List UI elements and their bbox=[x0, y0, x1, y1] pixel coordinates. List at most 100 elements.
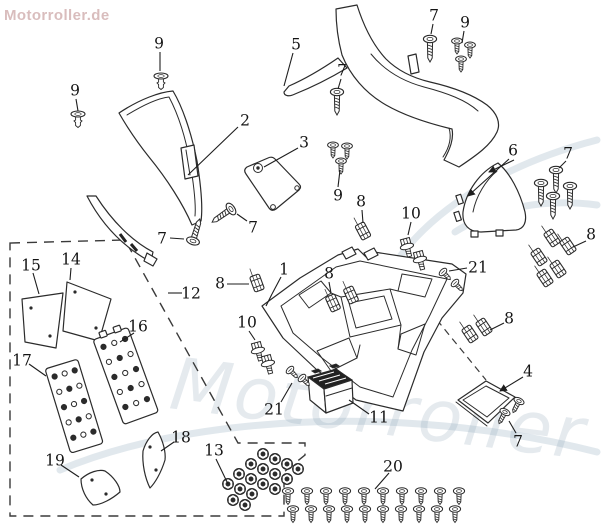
callout-leader-20 bbox=[374, 472, 390, 490]
set-screw bbox=[394, 505, 408, 523]
mat-hole bbox=[90, 428, 97, 435]
set-screw bbox=[322, 505, 336, 523]
clip-nut bbox=[538, 221, 562, 248]
mat-hole bbox=[143, 396, 151, 403]
set-screw bbox=[338, 487, 352, 505]
part-callout-17[interactable]: 17 bbox=[12, 352, 32, 370]
callout-leader-7 bbox=[236, 213, 248, 222]
clip-nut bbox=[456, 317, 480, 344]
part-callout-7[interactable]: 7 bbox=[248, 219, 258, 237]
hex-nut bbox=[257, 478, 269, 490]
set-screw bbox=[300, 487, 314, 505]
mat-hole bbox=[132, 365, 140, 373]
part-callout-8[interactable]: 8 bbox=[586, 226, 596, 244]
part-callout-7[interactable]: 7 bbox=[429, 7, 439, 25]
hex-nut bbox=[269, 453, 281, 465]
part-callout-9[interactable]: 9 bbox=[333, 187, 343, 205]
hex-nut bbox=[269, 483, 281, 495]
set-screw bbox=[376, 505, 390, 523]
part-callout-4[interactable]: 4 bbox=[523, 363, 533, 381]
part-callout-21[interactable]: 21 bbox=[264, 401, 284, 419]
hex-nut bbox=[257, 448, 269, 460]
part-15-footrest-plate bbox=[21, 292, 64, 349]
callout-leader-9 bbox=[337, 169, 341, 188]
part-callout-10[interactable]: 10 bbox=[401, 205, 421, 223]
part-callout-2[interactable]: 2 bbox=[240, 112, 250, 130]
callout-leader-11 bbox=[348, 399, 370, 415]
part-callout-9[interactable]: 9 bbox=[70, 82, 80, 100]
part-callout-19[interactable]: 19 bbox=[45, 452, 65, 470]
callout-leader-15 bbox=[32, 272, 40, 295]
set-screw bbox=[395, 487, 409, 505]
hex-nut bbox=[245, 473, 257, 485]
set-screw bbox=[358, 505, 372, 523]
hex-nut bbox=[257, 463, 269, 475]
part-callout-7[interactable]: 7 bbox=[157, 230, 167, 248]
callout-leader-8 bbox=[572, 240, 587, 248]
callout-leader-4 bbox=[499, 376, 524, 392]
mat-hole bbox=[66, 385, 73, 392]
part-callout-12[interactable]: 12 bbox=[181, 285, 201, 303]
tapping-screw-small bbox=[341, 142, 353, 160]
set-screw bbox=[286, 505, 300, 523]
mat-hole bbox=[61, 370, 68, 377]
set-screw bbox=[433, 487, 447, 505]
hex-nut bbox=[245, 458, 257, 470]
set-screw bbox=[452, 487, 466, 505]
hex-nut bbox=[281, 473, 293, 485]
callout-leader-13 bbox=[215, 458, 229, 485]
mat-hole bbox=[56, 388, 63, 395]
tapping-screw bbox=[422, 34, 438, 63]
part-callout-10[interactable]: 10 bbox=[237, 314, 257, 332]
part-callout-15[interactable]: 15 bbox=[21, 257, 41, 275]
callout-leader-5 bbox=[283, 52, 294, 87]
mat-hole bbox=[138, 380, 145, 388]
mat-hole bbox=[116, 388, 123, 396]
hex-nut bbox=[281, 458, 293, 470]
part-callout-1[interactable]: 1 bbox=[279, 261, 289, 279]
callout-leader-3 bbox=[263, 147, 299, 168]
part-callout-6[interactable]: 6 bbox=[508, 142, 518, 160]
mat-hole bbox=[122, 403, 129, 411]
part-callout-16[interactable]: 16 bbox=[128, 318, 148, 336]
tapping-screw-small bbox=[327, 141, 339, 159]
part-callout-8[interactable]: 8 bbox=[504, 310, 514, 328]
part-12-assembly-boundary bbox=[9, 239, 306, 517]
part-callout-7[interactable]: 7 bbox=[337, 62, 347, 80]
part-callout-8[interactable]: 8 bbox=[324, 265, 334, 283]
callout-leader-19 bbox=[60, 464, 80, 478]
part-callout-18[interactable]: 18 bbox=[171, 429, 191, 447]
mat-hole bbox=[71, 367, 78, 374]
callout-leader-7 bbox=[337, 78, 342, 90]
part-3-inspection-lid bbox=[244, 156, 302, 211]
part-16-rubber-mat bbox=[93, 324, 159, 425]
part-callout-3[interactable]: 3 bbox=[299, 134, 309, 152]
part-callout-5[interactable]: 5 bbox=[291, 36, 301, 54]
part-callout-7[interactable]: 7 bbox=[513, 433, 523, 451]
callout-leader-21 bbox=[448, 267, 468, 272]
set-screw bbox=[412, 505, 426, 523]
callout-leader-10 bbox=[407, 221, 412, 236]
callout-leader-10 bbox=[248, 330, 256, 341]
mat-hole bbox=[133, 399, 140, 407]
part-callout-9[interactable]: 9 bbox=[460, 14, 470, 32]
part-callout-11[interactable]: 11 bbox=[369, 409, 389, 427]
callout-leader-7 bbox=[508, 420, 517, 434]
callout-leader-7 bbox=[558, 160, 567, 169]
part-callout-8[interactable]: 8 bbox=[356, 193, 366, 211]
part-callout-20[interactable]: 20 bbox=[383, 458, 403, 476]
hex-nut bbox=[234, 483, 246, 495]
mat-hole bbox=[80, 397, 88, 405]
part-callout-9[interactable]: 9 bbox=[154, 35, 164, 53]
part-callout-13[interactable]: 13 bbox=[204, 442, 224, 460]
part-callout-21[interactable]: 21 bbox=[468, 259, 488, 277]
part-11-battery bbox=[306, 363, 354, 414]
set-screw bbox=[430, 505, 444, 523]
part-callout-8[interactable]: 8 bbox=[215, 275, 225, 293]
part-callout-7[interactable]: 7 bbox=[563, 145, 573, 163]
callout-leader-16 bbox=[119, 332, 135, 343]
hex-nut bbox=[246, 488, 258, 500]
part-callout-14[interactable]: 14 bbox=[61, 251, 81, 269]
